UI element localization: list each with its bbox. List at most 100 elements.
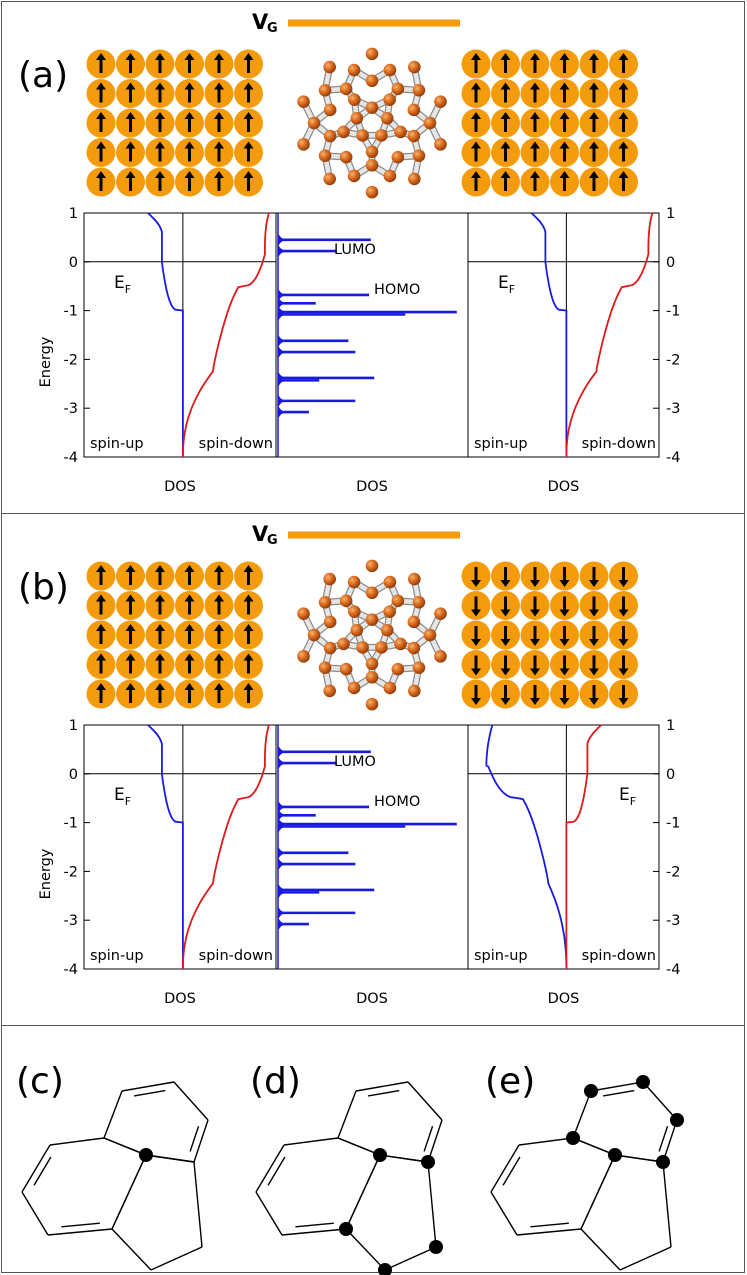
spin-down-arrow-icon [589, 609, 599, 617]
bond-line [490, 1144, 520, 1193]
spin-down-arrow-icon [500, 668, 511, 676]
spin-down-dos-curve [182, 724, 270, 969]
c60-molecule [297, 559, 447, 711]
dos-peak [277, 886, 320, 898]
carbon-atom [407, 641, 421, 655]
y-tick-label-right: -2 [666, 352, 680, 368]
carbon-atom [380, 111, 394, 125]
energy-axis-label: Energy [38, 848, 54, 899]
adsorption-site-dot [378, 1263, 392, 1275]
spin-up-arrow-icon [589, 112, 599, 119]
carbon-atom [380, 623, 394, 637]
y-tick-label-left: -2 [64, 864, 78, 880]
carbon-atom [339, 82, 353, 96]
y-tick-label-right: -3 [666, 401, 680, 417]
bond-line [145, 1154, 195, 1163]
panel-tag: (b) [18, 567, 69, 608]
spin-down-arrow-icon [589, 698, 599, 705]
dos-peak [277, 245, 337, 257]
gate-voltage-label: V [252, 10, 269, 34]
left-electrode [86, 49, 263, 197]
carbon-atom [383, 63, 397, 77]
bond-line [490, 1191, 518, 1236]
spin-up-arrow-icon [243, 565, 254, 572]
carbon-atom [318, 149, 332, 163]
dos-peak [277, 757, 337, 769]
spin-up-arrow-icon [214, 653, 224, 661]
adsorption-site-dot [670, 1113, 684, 1127]
carbon-atom [318, 83, 332, 97]
spin-up-arrow-icon [96, 82, 106, 90]
spin-up-arrow-icon [559, 82, 570, 90]
spin-down-arrow-icon [471, 580, 481, 587]
spin-down-arrow-icon [618, 698, 629, 705]
bond-line [189, 1126, 200, 1152]
spin-down-arrow-icon [500, 609, 511, 617]
bond-line [283, 1137, 339, 1146]
spin-up-arrow-icon [125, 594, 136, 602]
carbon-atom [365, 657, 379, 671]
carbon-atom [434, 650, 447, 663]
carbon-atom [391, 662, 405, 676]
carbon-atom [307, 628, 321, 642]
carbon-atom [347, 63, 361, 77]
gate-voltage-subscript: G [267, 533, 278, 548]
dos-axis-label: DOS [356, 479, 388, 495]
bond-line [255, 1144, 285, 1193]
spin-up-arrow-icon [500, 112, 511, 119]
y-tick-label-left: -3 [64, 913, 78, 929]
spin-down-arrow-icon [500, 698, 511, 705]
y-tick-label-left: 0 [69, 255, 78, 271]
spin-up-arrow-icon [471, 53, 481, 60]
spin-up-arrow-icon [530, 112, 540, 119]
spin-down-arrow-icon [589, 580, 599, 587]
molecule-tag: (d) [250, 1061, 301, 1102]
spin-up-arrow-icon [559, 112, 570, 119]
spin-up-arrow-icon [243, 624, 254, 631]
carbon-atom [348, 93, 361, 107]
dos-peak [277, 907, 356, 919]
spin-down-arrow-icon [589, 639, 599, 646]
bond-line [173, 1081, 209, 1121]
lumo-label: LUMO [334, 242, 376, 258]
acenaphthene-molecule-2: (e) [485, 1061, 684, 1271]
spin-up-arrow-icon [243, 141, 254, 149]
spin-up-arrow-icon [471, 112, 481, 119]
dos-peak [277, 309, 406, 320]
bond-line [267, 1156, 286, 1186]
spin-down-arrow-icon [530, 698, 540, 705]
spin-down-arrow-icon [471, 668, 481, 676]
carbon-atom [412, 149, 426, 163]
fermi-e: E [619, 785, 630, 805]
carbon-atom [383, 93, 396, 107]
carbon-atom [347, 575, 361, 589]
spin-up-arrow-icon [559, 171, 570, 178]
carbon-atom [434, 95, 447, 108]
carbon-atom [297, 607, 310, 620]
bond-line [33, 1156, 52, 1186]
spin-down-label: spin-down [582, 436, 656, 452]
bond-line [423, 1126, 434, 1152]
spin-up-arrow-icon [243, 653, 254, 661]
y-tick-label-right: -4 [666, 962, 680, 978]
spin-up-arrow-icon [155, 653, 165, 661]
carbon-atom [365, 613, 379, 626]
spin-up-arrow-icon [155, 141, 165, 149]
bond-line [281, 1228, 347, 1236]
spin-up-arrow-icon [500, 53, 511, 60]
bond-line [345, 1228, 386, 1271]
plot-frame [467, 724, 660, 970]
spin-up-arrow-icon [96, 565, 106, 572]
dos-axis-label: DOS [548, 479, 580, 495]
bond-line [580, 1228, 621, 1271]
spin-up-dos-curve [147, 724, 184, 969]
dos-axis-label: DOS [164, 479, 196, 495]
y-tick-label-right: -1 [666, 304, 680, 320]
carbon-atom [407, 103, 421, 117]
bond-line [21, 1191, 49, 1236]
y-tick-label-left: -1 [64, 816, 78, 832]
carbon-atom [434, 607, 447, 620]
carbon-atom [347, 681, 361, 695]
